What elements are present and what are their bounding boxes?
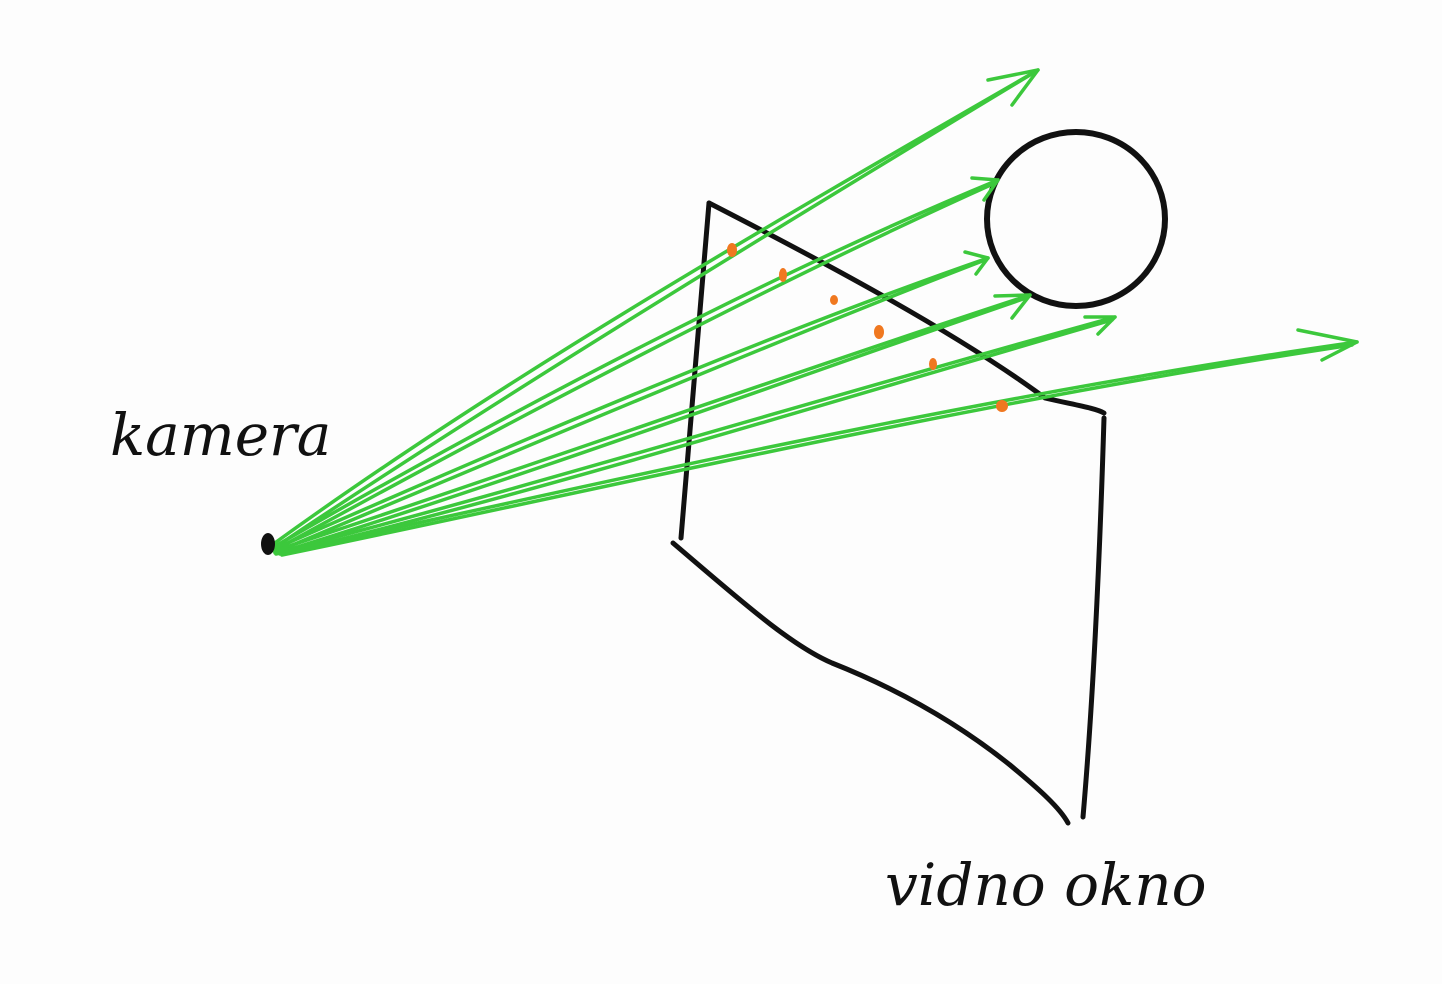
intersection-mark (779, 268, 787, 282)
ray-4-arrowhead (993, 293, 1032, 320)
sphere (984, 129, 1168, 309)
ray-1-arrowhead (986, 68, 1040, 107)
ray-3-arrowhead (963, 250, 990, 276)
viewport-left-edge (678, 200, 712, 541)
camera-dot (261, 533, 275, 555)
ray-1 (270, 68, 1040, 547)
ray-2b (273, 181, 997, 552)
ray-2-arrowhead (970, 176, 1000, 202)
intersection-mark (874, 325, 884, 339)
ray-5b (278, 318, 1114, 556)
viewport-right-edge (1080, 415, 1107, 820)
ray-5-arrowhead (1083, 315, 1117, 336)
ray-3b (274, 258, 987, 554)
intersection-marks (727, 243, 1008, 412)
viewport-bottom-edge (670, 540, 1071, 826)
camera-label: kamera (110, 401, 331, 469)
viewport-frame (670, 200, 1107, 826)
rays (270, 68, 1359, 557)
ray-6b (280, 343, 1354, 557)
viewport-top-edge (706, 200, 1107, 416)
intersection-mark (929, 358, 937, 370)
intersection-mark (727, 243, 737, 257)
camera-point (261, 533, 275, 555)
ray-6-arrowhead (1296, 328, 1359, 362)
ray-1b (272, 73, 1032, 550)
ray-6 (274, 340, 1359, 556)
viewport-label: vidno okno (885, 851, 1207, 919)
ray-4 (272, 293, 1032, 553)
ray-5 (273, 315, 1117, 555)
intersection-mark (996, 400, 1008, 412)
ray-2 (270, 178, 1000, 550)
intersection-mark (830, 295, 838, 305)
ray-4b (276, 296, 1028, 555)
ray-3 (270, 256, 990, 552)
